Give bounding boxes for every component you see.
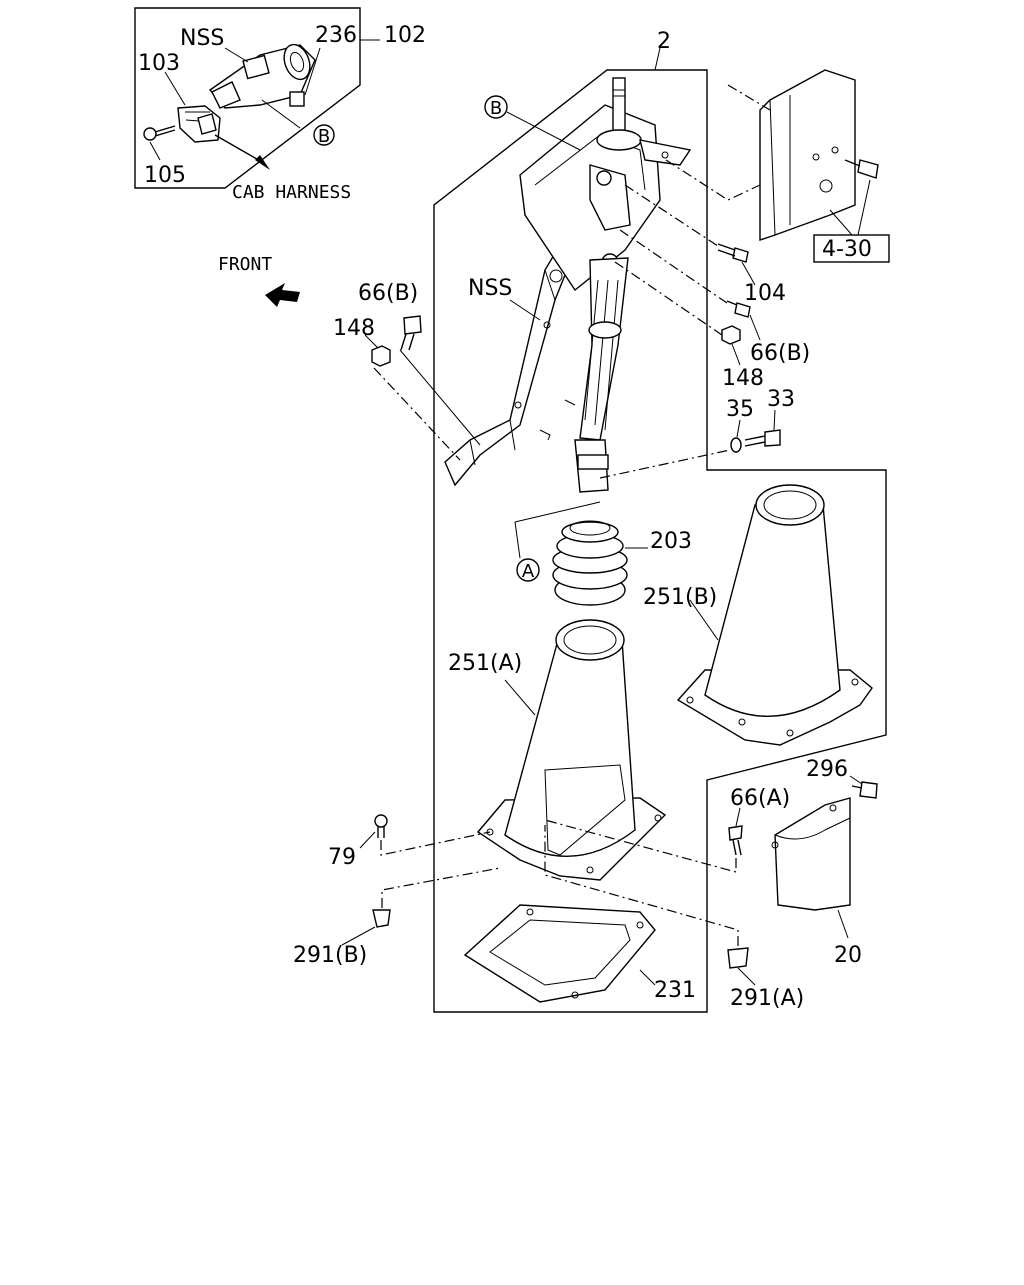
label-251a: 251(A) <box>448 651 522 676</box>
label-35: 35 <box>726 397 754 422</box>
label-251b: 251(B) <box>643 585 717 610</box>
cover-plate <box>759 69 856 241</box>
front-indicator: FRONT <box>218 254 300 307</box>
shield-20 <box>771 797 851 939</box>
callout-a-main <box>516 558 540 582</box>
label-148-right: 148 <box>722 366 764 391</box>
callout-a-main-letter: A <box>522 561 535 582</box>
label-front: FRONT <box>218 254 272 275</box>
fasteners-right <box>599 184 781 479</box>
inset-harness-group: B NSS 236 102 103 105 CAB HARNESS <box>134 7 426 203</box>
boot-251a <box>476 619 667 881</box>
front-arrow-icon <box>265 283 300 307</box>
main-assembly-frame <box>433 69 887 1013</box>
label-66b-left: 66(B) <box>358 281 418 306</box>
label-231: 231 <box>654 978 696 1003</box>
label-2: 2 <box>657 29 671 54</box>
lever-shaft <box>612 77 626 134</box>
label-66b-right: 66(B) <box>750 341 810 366</box>
label-nss-main: NSS <box>468 276 512 301</box>
part-labels: NSS 104 66(B) 66(B) 148 148 35 33 203 25… <box>293 276 862 1011</box>
label-103: 103 <box>138 51 180 76</box>
control-rod <box>579 257 629 441</box>
callout-b-inset-letter: B <box>318 126 330 147</box>
label-203: 203 <box>650 529 692 554</box>
neutral-switch-drawing <box>208 43 316 129</box>
label-20: 20 <box>834 943 862 968</box>
shift-lever-assembly <box>444 77 692 493</box>
label-291b: 291(B) <box>293 943 367 968</box>
label-102: 102 <box>384 23 426 48</box>
cab-harness-arrow-icon <box>255 155 270 170</box>
label-4-30: 4-30 <box>822 237 872 262</box>
label-66a: 66(A) <box>730 786 790 811</box>
callout-b-main-letter: B <box>490 98 502 119</box>
label-cab-harness: CAB HARNESS <box>232 182 351 203</box>
fasteners-lower <box>341 775 878 986</box>
label-79: 79 <box>328 845 356 870</box>
label-104: 104 <box>744 281 786 306</box>
fasteners-left <box>364 315 481 461</box>
callout-b-main <box>484 95 508 119</box>
label-inset-nss: NSS <box>180 26 224 51</box>
boot-251b <box>676 484 873 746</box>
inset-frame <box>134 7 361 189</box>
callout-b-inset <box>313 124 335 146</box>
label-236: 236 <box>315 23 357 48</box>
bolt-105-drawing <box>143 125 176 141</box>
label-105: 105 <box>144 163 186 188</box>
label-148-left: 148 <box>333 316 375 341</box>
label-296: 296 <box>806 757 848 782</box>
connector-drawing <box>177 105 221 143</box>
label-291a: 291(A) <box>730 986 804 1011</box>
bellows-203 <box>552 520 648 606</box>
label-33: 33 <box>767 387 795 412</box>
cover-plate-4-30: 4-30 <box>665 69 890 263</box>
gasket-231 <box>463 904 656 1003</box>
